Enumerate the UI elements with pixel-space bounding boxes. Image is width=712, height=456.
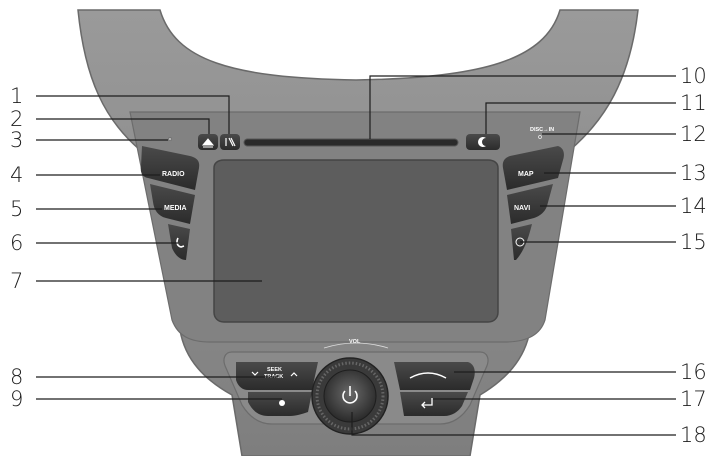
phone-icon: [176, 237, 185, 248]
callout-6: 6: [10, 231, 23, 255]
disc-slot[interactable]: [243, 138, 459, 147]
callout-17: 17: [680, 387, 707, 411]
enter-button[interactable]: [400, 392, 468, 416]
touch-screen[interactable]: [213, 159, 499, 323]
enter-icon: [421, 398, 433, 409]
callout-7: 7: [10, 269, 23, 293]
power-icon: [342, 386, 358, 404]
night-mode-button[interactable]: [466, 134, 500, 150]
media-label: MEDIA: [164, 205, 187, 212]
display-toggle-button[interactable]: [220, 134, 240, 150]
callout-2: 2: [10, 107, 23, 131]
disc-in-led: [538, 135, 542, 139]
seek-up-icon: [290, 372, 298, 377]
back-icon: [409, 372, 447, 379]
light-sensor: [168, 137, 172, 141]
eject-button[interactable]: [198, 134, 218, 150]
vol-label: VOL: [349, 339, 361, 345]
eject-icon: [201, 138, 215, 148]
seek-track-button[interactable]: SEEK TRACK: [236, 362, 318, 390]
back-button[interactable]: [394, 362, 475, 390]
callout-8: 8: [10, 365, 23, 389]
seek-label: SEEK: [267, 367, 282, 373]
callout-3: 3: [10, 128, 23, 152]
callout-16: 16: [680, 360, 707, 384]
callout-15: 15: [680, 230, 707, 254]
leader-lines: [36, 75, 676, 436]
settings-icon: [279, 400, 285, 406]
display-toggle-icon: [225, 137, 236, 147]
map-button[interactable]: MAP: [502, 146, 564, 190]
setup-button[interactable]: [248, 392, 312, 416]
callout-14: 14: [680, 194, 707, 218]
radio-label: RADIO: [162, 171, 185, 178]
callout-4: 4: [10, 163, 23, 187]
seek-down-icon: [251, 371, 259, 376]
callout-1: 1: [10, 84, 23, 108]
media-button[interactable]: MEDIA: [150, 184, 195, 224]
disc-in-label: DISC→IN: [530, 127, 554, 133]
navi-button[interactable]: NAVI: [507, 184, 553, 224]
callout-11: 11: [680, 91, 707, 115]
callout-10: 10: [680, 64, 707, 88]
callout-9: 9: [10, 387, 23, 411]
night-mode-icon: [478, 137, 486, 147]
map-label: MAP: [518, 171, 534, 178]
radio-button[interactable]: RADIO: [140, 146, 200, 190]
phone-button[interactable]: [168, 224, 190, 260]
callout-5: 5: [10, 197, 23, 221]
navi-label: NAVI: [514, 205, 530, 212]
callout-12: 12: [680, 122, 707, 146]
power-volume-knob[interactable]: [311, 357, 389, 435]
callout-13: 13: [680, 161, 707, 185]
callout-18: 18: [680, 423, 707, 447]
